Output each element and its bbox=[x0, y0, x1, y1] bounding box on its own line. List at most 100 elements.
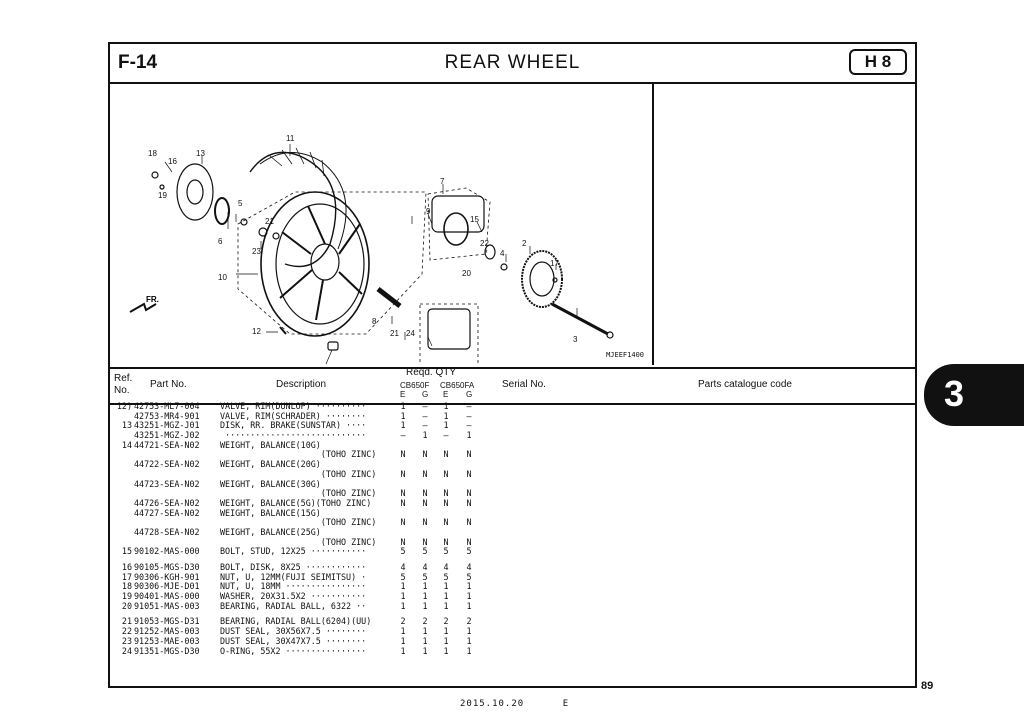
qty-e1: N bbox=[400, 517, 406, 528]
qty-g1: 1 bbox=[422, 645, 428, 656]
part-description: DUST SEAL, 30X47X7.5 ········ bbox=[220, 635, 367, 646]
qty-g1: 1 bbox=[422, 635, 428, 646]
part-number: 44727-SEA-N02 bbox=[134, 507, 200, 518]
callout-21b: 21 bbox=[390, 329, 399, 338]
qty-g1: 5 bbox=[422, 571, 428, 582]
qty-g1: 1 bbox=[422, 600, 428, 611]
qty-e2: – bbox=[443, 430, 449, 441]
part-number: 44728-SEA-N02 bbox=[134, 526, 200, 537]
qty-g2: 1 bbox=[466, 626, 472, 637]
part-number: 90306-MJE-D01 bbox=[134, 581, 200, 592]
part-description: WEIGHT, BALANCE(20G) bbox=[220, 459, 321, 470]
qty-e2: 1 bbox=[443, 581, 449, 592]
col-parts-catalogue-code: Parts catalogue code bbox=[698, 379, 792, 390]
qty-g2: – bbox=[466, 410, 472, 421]
qty-e1: 1 bbox=[400, 635, 406, 646]
part-number: 91051-MAS-003 bbox=[134, 600, 200, 611]
qty-g2: 1 bbox=[466, 600, 472, 611]
part-description: WEIGHT, BALANCE(30G) bbox=[220, 478, 321, 489]
qty-e2: 1 bbox=[443, 401, 449, 411]
qty-e2: N bbox=[443, 488, 449, 499]
qty-e2: 1 bbox=[443, 635, 449, 646]
col-ref-no: No. bbox=[114, 385, 130, 396]
part-description: (TOHO ZINC) bbox=[220, 488, 377, 499]
qty-e2: N bbox=[443, 497, 449, 508]
qty-g2: N bbox=[466, 517, 472, 528]
col-ref: Ref. bbox=[114, 373, 133, 384]
parts-row: 44728-SEA-N02 WEIGHT, BALANCE(25G) bbox=[110, 526, 915, 538]
part-description: ···························· bbox=[220, 430, 367, 441]
col-sub-g1: G bbox=[422, 390, 429, 399]
qty-g2: 1 bbox=[466, 430, 472, 441]
part-number: 42753-MR4-901 bbox=[134, 410, 200, 421]
part-number: 91053-MGS-D31 bbox=[134, 616, 200, 627]
part-number: 43251-MGZ-J02 bbox=[134, 430, 200, 441]
callout-24: 24 bbox=[406, 329, 415, 338]
qty-e1: 5 bbox=[400, 571, 406, 582]
part-number: 43251-MGZ-J01 bbox=[134, 420, 200, 431]
qty-e2: N bbox=[443, 468, 449, 479]
ref-no: 24 bbox=[121, 645, 132, 656]
callout-10: 10 bbox=[218, 273, 227, 282]
qty-g1: N bbox=[422, 517, 428, 528]
part-description: BOLT, STUD, 12X25 ··········· bbox=[220, 546, 367, 557]
callout-23: 23 bbox=[252, 247, 261, 256]
ref-no: 16 bbox=[121, 562, 132, 572]
ref-no: 13 bbox=[121, 420, 132, 431]
section-tab: 3 bbox=[924, 364, 1024, 426]
qty-e1: 4 bbox=[400, 562, 406, 572]
part-description: NUT, U, 12MM(FUJI SEIMITSU) · bbox=[220, 571, 367, 582]
ref-no: 21 bbox=[121, 616, 132, 627]
qty-e2: 1 bbox=[443, 420, 449, 431]
part-description: BEARING, RADIAL BALL, 6322 ·· bbox=[220, 600, 367, 611]
part-description: DUST SEAL, 30X56X7.5 ········ bbox=[220, 626, 367, 637]
part-number: 44726-SEA-N02 bbox=[134, 497, 200, 508]
part-description: (TOHO ZINC) bbox=[220, 449, 377, 460]
qty-e1: N bbox=[400, 497, 406, 508]
part-number: 42753-ML7-004 bbox=[134, 401, 200, 411]
qty-g1: N bbox=[422, 536, 428, 547]
qty-e1: N bbox=[400, 468, 406, 479]
part-number: 90401-MAS-000 bbox=[134, 591, 200, 602]
qty-e2: 5 bbox=[443, 571, 449, 582]
qty-g1: 1 bbox=[422, 430, 428, 441]
callout-7: 7 bbox=[440, 177, 445, 186]
callout-6: 6 bbox=[218, 237, 223, 246]
part-description: (TOHO ZINC) bbox=[220, 468, 377, 479]
parts-page-frame: F-14 REAR WHEEL H 8 bbox=[108, 42, 917, 688]
part-description: WEIGHT, BALANCE(10G) bbox=[220, 439, 321, 450]
ref-no: 17 bbox=[121, 571, 132, 582]
ref-no: 20 bbox=[121, 600, 132, 611]
qty-g2: 5 bbox=[466, 571, 472, 582]
page-header: F-14 REAR WHEEL H 8 bbox=[110, 44, 915, 84]
qty-e2: N bbox=[443, 517, 449, 528]
part-description: VALVE, RIM(SCHRADER) ········ bbox=[220, 410, 367, 421]
qty-g2: 5 bbox=[466, 546, 472, 557]
qty-e1: 1 bbox=[400, 581, 406, 592]
callout-5: 5 bbox=[238, 199, 243, 208]
ref-no: 23 bbox=[121, 635, 132, 646]
print-date: 2015.10.20 E bbox=[460, 699, 570, 709]
qty-g1: – bbox=[422, 401, 428, 411]
illustration-code: MJEEF1400 bbox=[606, 351, 644, 359]
part-number: 91252-MAS-003 bbox=[134, 626, 200, 637]
figure-number: F-14 bbox=[118, 52, 158, 73]
col-sub-g2: G bbox=[466, 390, 473, 399]
ref-no: 18 bbox=[121, 581, 132, 592]
exploded-view-illustration: 11 18 16 13 19 5 6 21 23 10 12 14 7 9 15… bbox=[110, 84, 654, 365]
qty-g2: 4 bbox=[466, 562, 472, 572]
part-description: WEIGHT, BALANCE(25G) bbox=[220, 526, 321, 537]
ref-no: 22 bbox=[121, 626, 132, 637]
qty-g1: 1 bbox=[422, 591, 428, 602]
